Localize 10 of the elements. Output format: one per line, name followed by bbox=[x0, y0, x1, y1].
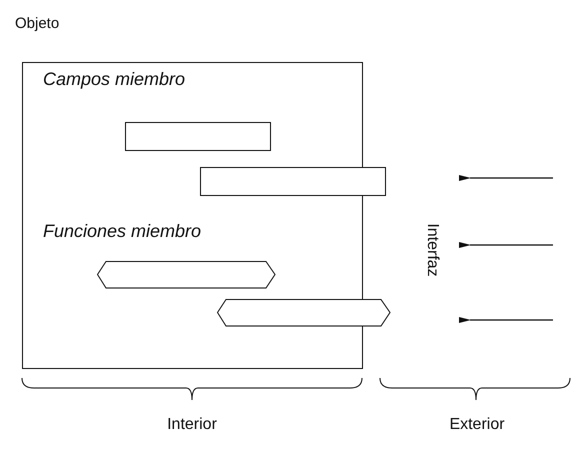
section-heading: Campos miembro bbox=[43, 69, 186, 90]
member-function-hexagon bbox=[97, 261, 276, 289]
member-field-box bbox=[125, 122, 271, 151]
region-label: Exterior bbox=[449, 416, 505, 434]
object-title: Objeto bbox=[15, 15, 60, 32]
section-heading: Funciones miembro bbox=[43, 221, 202, 242]
region-label: Interior bbox=[167, 416, 217, 434]
member-function-hexagon bbox=[217, 299, 391, 327]
interface-label: Interfaz bbox=[423, 223, 441, 277]
member-field-box bbox=[200, 167, 386, 196]
